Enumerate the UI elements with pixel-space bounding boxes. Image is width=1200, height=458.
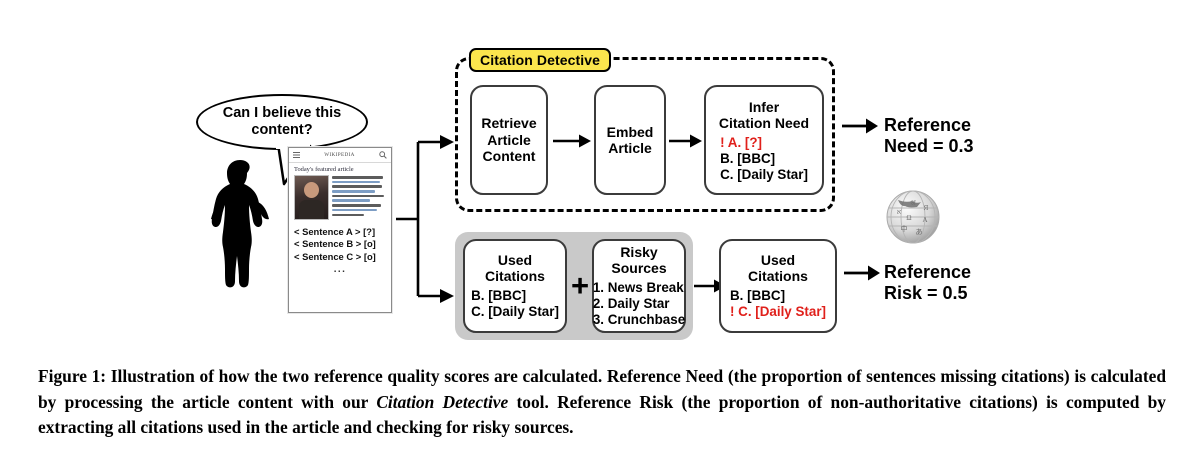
node-title-line: Content [482,148,536,165]
arrow-embed-to-infer [669,134,702,148]
used-citation-item: C. [Daily Star] [471,304,559,319]
node-title-line: Citations [485,268,545,285]
node-title-line: Infer [748,98,780,115]
output-line: Reference [884,115,972,135]
citation-need-item: ! A. [?] [720,134,762,150]
article-sentence: < Sentence C > [o] [294,250,376,262]
article-preview-card: Wikipedia Today's featured article < Sen… [288,147,392,313]
svg-text:א: א [897,208,901,216]
wikipedia-wordmark: Wikipedia [324,152,355,158]
svg-text:中: 中 [901,224,908,233]
node-title-line: Citation Need [718,115,810,132]
output-reference-risk: Reference Risk = 0.5 [884,262,971,304]
checked-citations-list: B. [BBC] ! C. [Daily Star] [730,288,826,320]
node-title-line: Used [497,251,533,268]
checked-citation-item: ! C. [Daily Star] [730,304,826,319]
output-line: Need = 0.3 [884,136,974,156]
article-preview-topbar: Wikipedia [289,148,391,163]
wikipedia-globe-icon: ΩA אЯ 中あ अ [886,190,940,244]
node-infer-citation-need[interactable]: Infer Citation Need ! A. [?] B. [BBC] C.… [704,85,824,195]
used-citations-list: B. [BBC] C. [Daily Star] [471,288,559,320]
article-section-title: Today's featured article [294,166,354,173]
person-silhouette-icon [211,160,269,288]
caption-part-1: Figure 1: Illustration of how the two re… [38,366,1166,412]
svg-text:あ: あ [916,228,923,236]
output-line: Risk = 0.5 [884,283,968,303]
article-ellipsis: ... [333,264,347,276]
risky-sources-list: 1. News Break 2. Daily Star 3. Crunchbas… [593,280,685,329]
speech-bubble: Can I believe this content? [196,94,368,150]
svg-text:A: A [922,216,927,224]
node-retrieve-article-content[interactable]: Retrieve Article Content [470,85,548,195]
node-title-line: Risky [620,243,658,260]
figure-diagram: Can I believe this content? Wikipedia To… [196,48,974,340]
fork-arrow [396,135,454,303]
article-text-lines [332,175,386,220]
article-body [289,174,391,220]
search-icon[interactable] [379,151,387,159]
article-sentence-list: < Sentence A > [?] < Sentence B > [o] < … [289,220,391,277]
node-used-citations-checked[interactable]: Used Citations B. [BBC] ! C. [Daily Star… [719,239,837,333]
output-reference-need: Reference Need = 0.3 [884,115,974,157]
node-title-line: Citations [748,268,808,285]
citation-need-item: C. [Daily Star] [720,167,808,183]
node-title-line: Article [487,131,531,148]
citation-need-item: B. [BBC] [720,150,776,166]
node-title-line: Used [760,251,796,268]
node-risky-sources[interactable]: Risky Sources 1. News Break 2. Daily Sta… [592,239,686,333]
node-title-line: Embed [606,123,654,140]
checked-citation-item: B. [BBC] [730,287,786,303]
article-sentence: < Sentence A > [?] [294,226,376,237]
svg-text:Я: Я [924,204,929,212]
used-citation-item: B. [BBC] [471,287,527,303]
node-used-citations-extracted[interactable]: Used Citations B. [BBC] C. [Daily Star] [463,239,567,333]
plus-operator: + [570,268,590,303]
node-title-line: Sources [611,260,667,277]
speech-bubble-text: Can I believe this content? [222,105,342,138]
arrow-used-to-reference-risk [844,265,880,281]
arrow-retrieve-to-embed [553,134,591,148]
figure-caption: Figure 1: Illustration of how the two re… [38,364,1166,441]
caption-emphasis: Citation Detective [376,391,509,412]
citation-detective-group [455,57,835,212]
risky-source-item: 1. News Break [592,279,684,295]
output-line: Reference [884,262,972,282]
node-title-line: Article [608,140,652,156]
risky-source-item: 2. Daily Star [592,295,670,311]
risky-source-item: 3. Crunchbase [592,312,686,328]
node-title-line: Retrieve [481,115,537,132]
caption-part-2: tool. Reference Risk (the proportion of … [38,391,1167,438]
article-sentence: < Sentence B > [o] [294,238,376,250]
svg-text:Ω: Ω [906,214,911,222]
node-embed-article[interactable]: Embed Article [594,85,666,195]
article-thumbnail [294,175,329,220]
citation-need-list: ! A. [?] B. [BBC] C. [Daily Star] [720,135,808,184]
hamburger-icon[interactable] [293,152,300,158]
citation-detective-label: Citation Detective [469,48,612,72]
arrow-infer-to-reference-need [842,118,878,134]
